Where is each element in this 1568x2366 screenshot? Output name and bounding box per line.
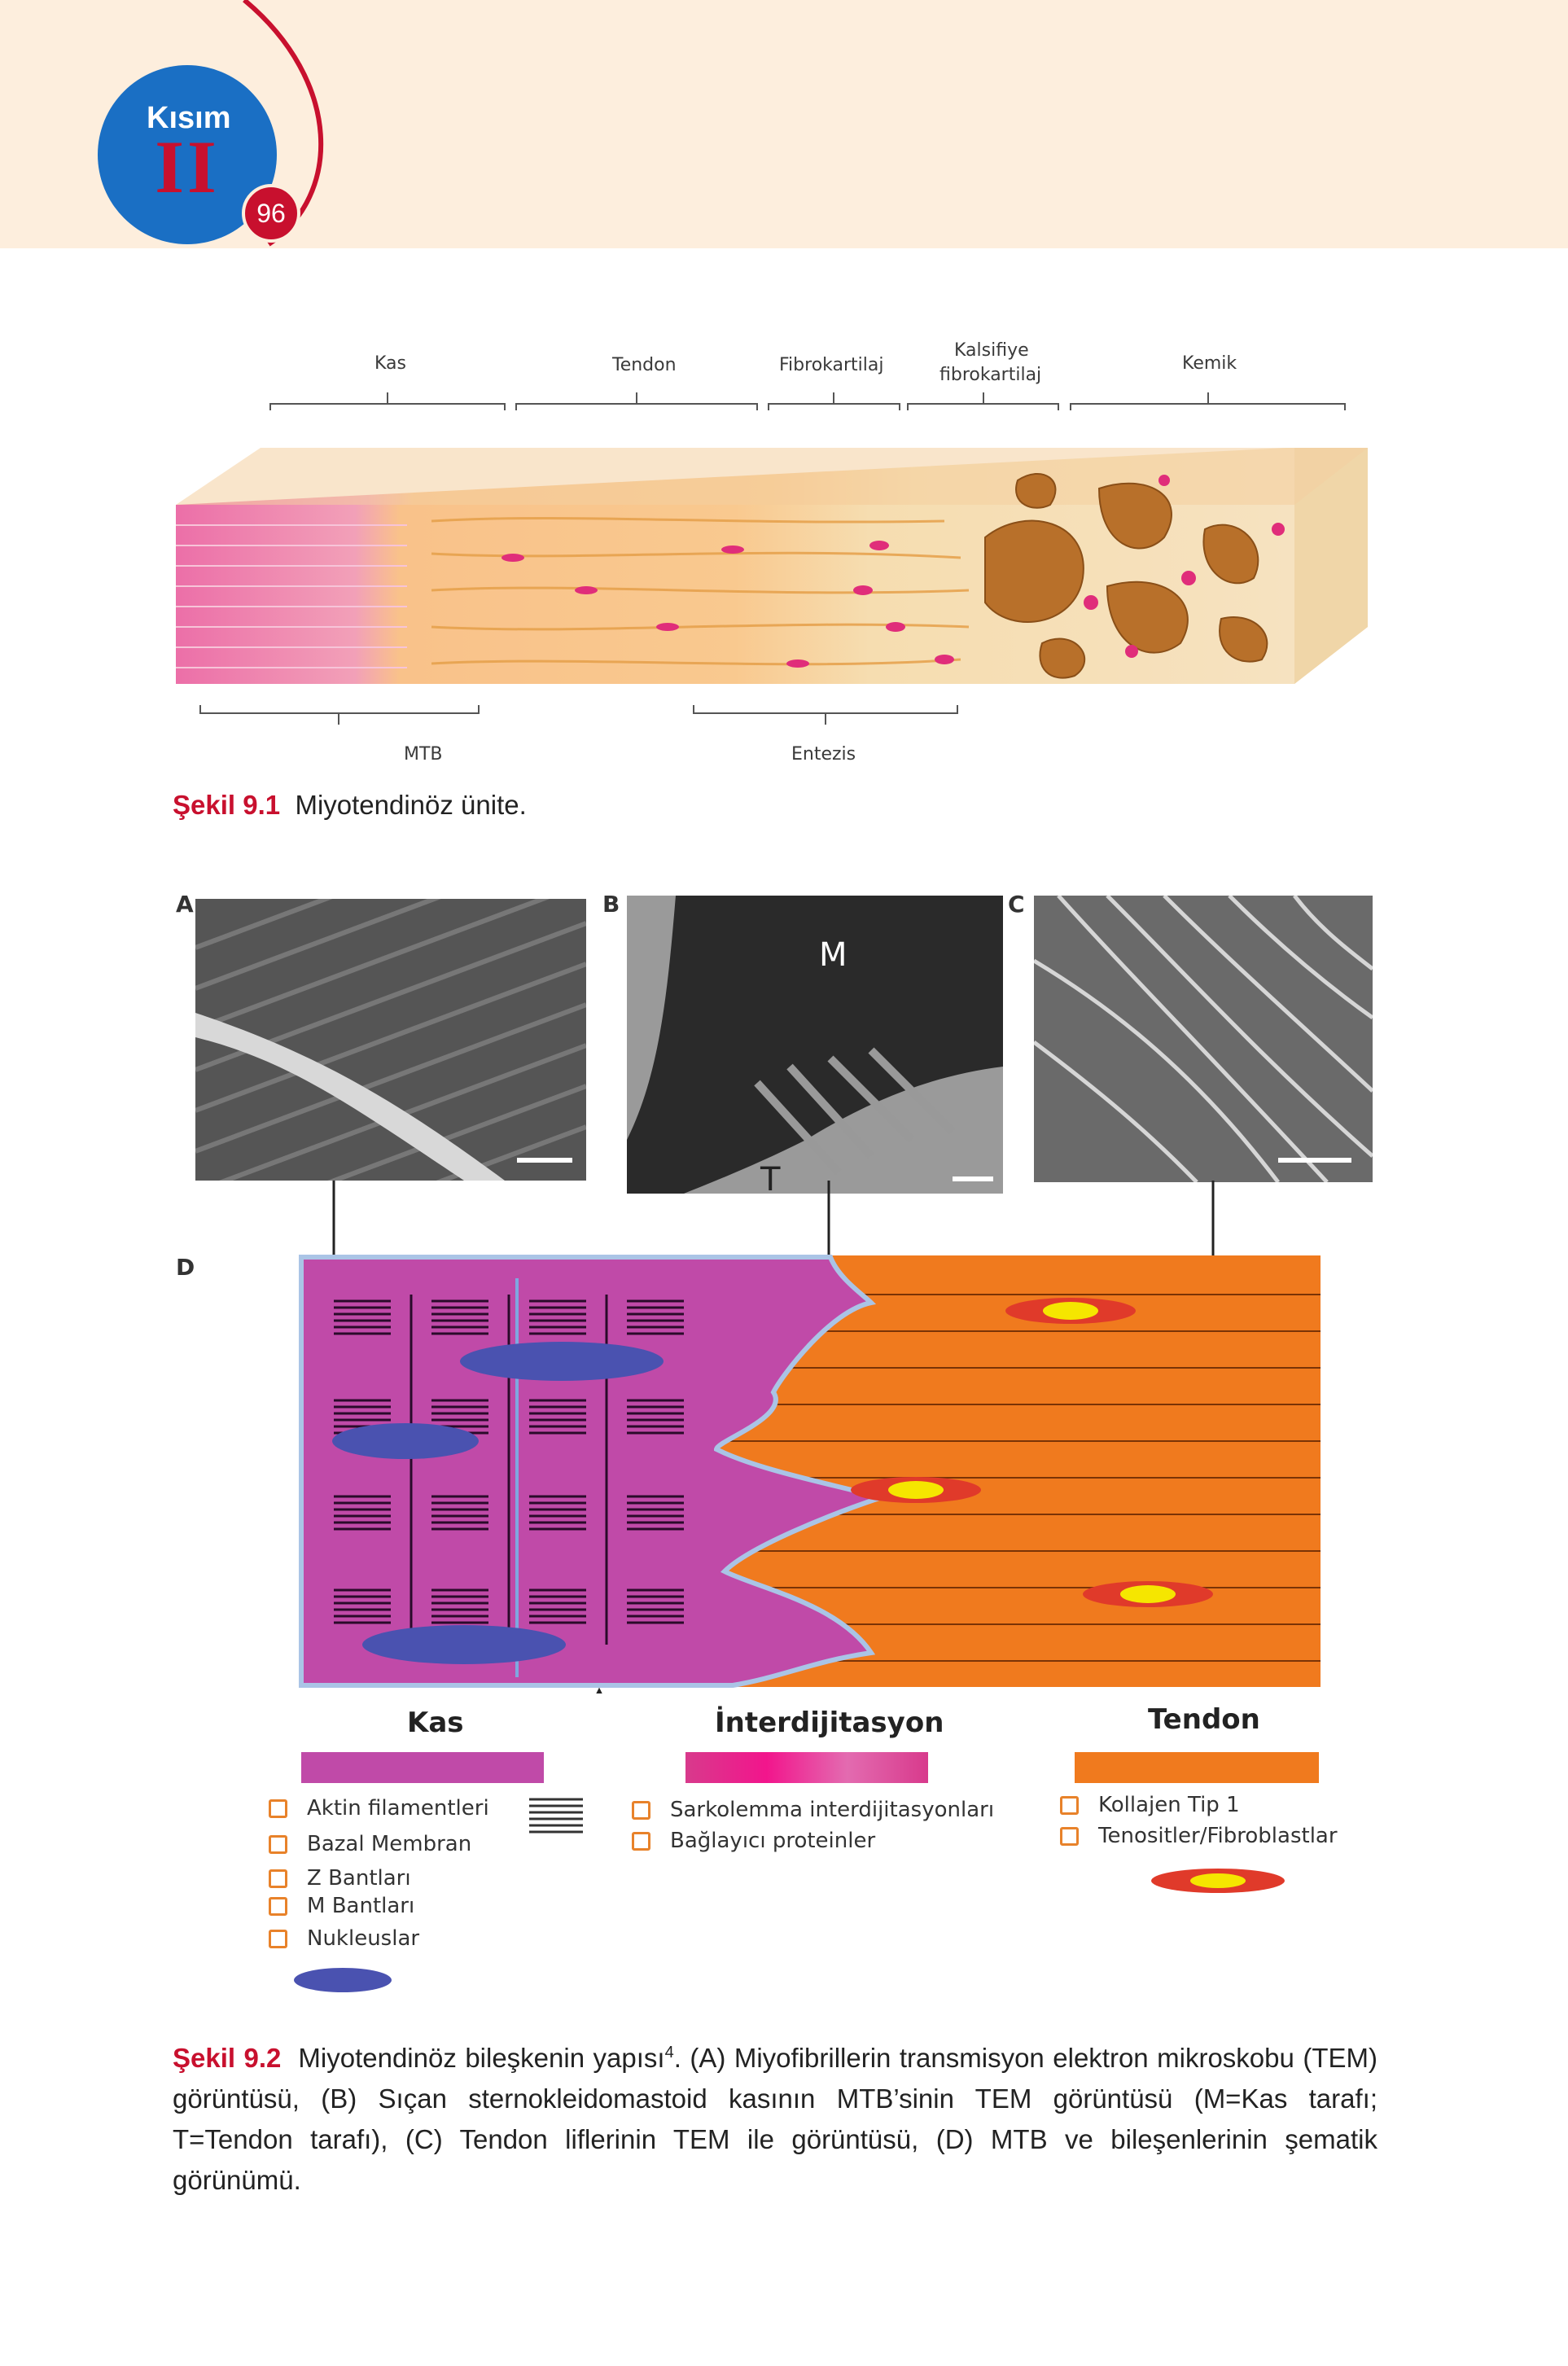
panel-a-tem-image [195,899,586,1181]
figure-9-2-title: Miyotendinöz bileşkenin yapısı [298,2043,665,2073]
tenocyte-icon [1151,1869,1285,1893]
panel-letter-b: B [602,891,620,918]
label-kemik: Kemik [1182,353,1237,374]
checkbox-icon [269,1869,287,1888]
section-badge [98,0,324,247]
legend-interdigitation-item-2: Bağlayıcı proteinler [632,1829,875,1853]
figure-9-1-text: Miyotendinöz ünite. [295,790,527,820]
figure-9-1-number: Şekil 9.1 [173,790,281,820]
legend-kas-item-2: Bazal Membran [269,1832,471,1856]
actin-filaments-icon [529,1798,583,1834]
label-kalsifiye-2: fibrokartilaj [939,365,1042,385]
checkbox-icon [269,1799,287,1818]
panel-letter-a: A [176,891,194,918]
figure-9-2-text: . (A) Miyofibrillerin transmisyon elektr… [173,2043,1377,2195]
legend-kas-item-5: Nukleuslar [269,1926,419,1951]
legend-kas-item-1-label: Aktin filamentleri [307,1796,489,1821]
figure-9-2-superscript: 4 [664,2044,674,2061]
legend-kas-item-4: M Bantları [269,1894,414,1918]
checkbox-icon [269,1834,287,1854]
legend-tendon-item-1-label: Kollajen Tip 1 [1098,1793,1240,1817]
legend-kas-item-1: Aktin filamentleri [269,1796,489,1821]
label-entezis: Entezis [791,744,856,765]
panel-c-tem-image [1034,896,1373,1182]
label-kalsifiye: Kalsifiye [954,340,1029,361]
figure-9-1-caption: Şekil 9.1 Miyotendinöz ünite. [173,785,527,826]
label-mtb: MTB [404,744,443,765]
myotendinous-unit-illustration [176,392,1368,725]
label-tendon: Tendon [612,355,677,375]
page-number: 96 [256,199,286,228]
legend-interdigitation-item-2-label: Bağlayıcı proteinler [670,1829,876,1853]
panel-letter-c: C [1008,891,1025,918]
legend-kas-item-4-label: M Bantları [307,1894,415,1918]
legend-tendon-title: Tendon [1148,1703,1260,1736]
checkbox-icon [269,1929,287,1948]
figure-9-2-number: Şekil 9.2 [173,2043,282,2073]
checkbox-icon [632,1800,650,1820]
legend-tendon-item-2-label: Tenositler/Fibroblastlar [1098,1824,1338,1848]
legend-tendon-item-2: Tenositler/Fibroblastlar [1060,1824,1338,1848]
legend-tendon-item-1: Kollajen Tip 1 [1060,1793,1240,1817]
legend-kas-item-5-label: Nukleuslar [307,1926,420,1951]
panel-b-tem-image [627,896,1003,1194]
checkbox-icon [269,1896,287,1916]
legend-tendon-swatch [1075,1752,1319,1783]
legend-interdigitation-title: İnterdijitasyon [715,1707,944,1739]
legend-interdigitation-item-1-label: Sarkolemma interdijitasyonları [670,1798,995,1822]
panel-letter-d: D [176,1254,195,1281]
legend-kas-item-3-label: Z Bantları [307,1866,411,1891]
figure-9-2-caption: Şekil 9.2 Miyotendinöz bileşkenin yapısı… [173,2032,1377,2201]
legend-kas-item-2-label: Bazal Membran [307,1832,472,1856]
checkbox-icon [1060,1826,1079,1846]
label-kas: Kas [374,353,406,374]
panel-d-schematic [299,1181,1321,1693]
checkbox-icon [632,1831,650,1851]
legend-kas-title: Kas [407,1707,464,1739]
legend-kas-item-3: Z Bantları [269,1866,411,1891]
legend-kas-swatch [301,1752,544,1783]
legend-interdigitation-item-1: Sarkolemma interdijitasyonları [632,1798,994,1822]
section-label: Kısım [147,101,231,135]
checkbox-icon [1060,1795,1079,1815]
legend-interdigitation-swatch [685,1752,928,1783]
label-fibrokartilaj: Fibrokartilaj [779,355,884,375]
nucleus-icon [294,1968,392,1992]
panel-b-label-t: T [760,1161,781,1198]
section-number: II [155,125,220,208]
panel-b-label-m: M [819,936,848,974]
